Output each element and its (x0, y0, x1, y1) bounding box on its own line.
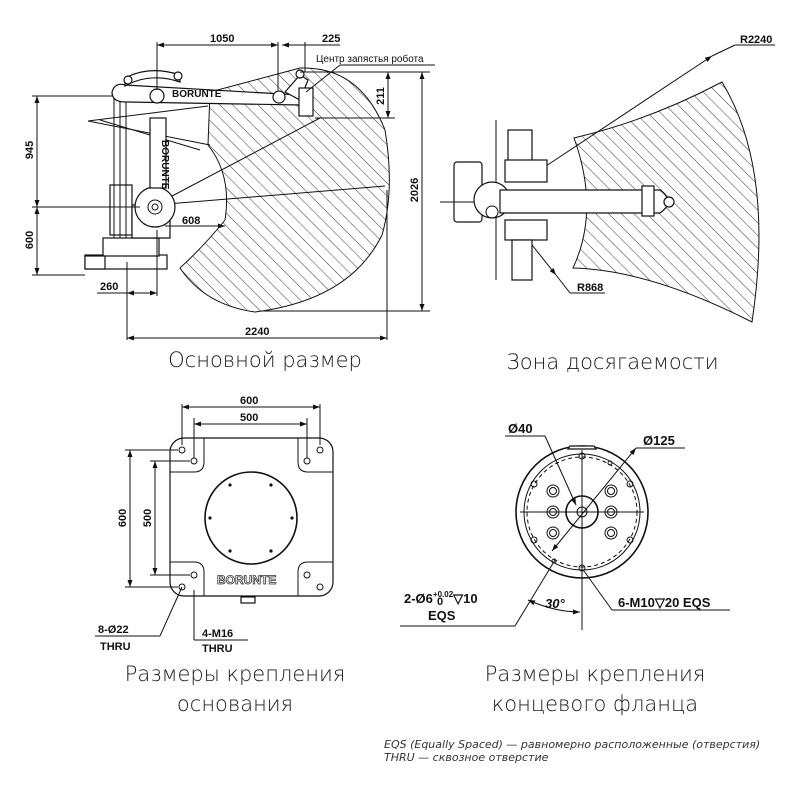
dim-2240-side: 2240 (245, 326, 269, 338)
top-view-drawing: R2240 R868 (440, 34, 775, 323)
legend-thru: THRU — сквозное отверстие (384, 751, 549, 764)
side-view-dimensions: 1050 225 Центр запястья робота 211 2026 … (24, 33, 435, 341)
caption-reach-zone: Зона досягаемости (506, 350, 719, 374)
base-dim-500-h: 500 (240, 412, 258, 424)
base-brand-text: BORUNTE (217, 573, 276, 587)
dim-1050: 1050 (210, 33, 234, 45)
flange-pin-base: 2-Ø6 (404, 591, 433, 606)
base-threads-thru: THRU (202, 643, 233, 655)
dim-260: 260 (100, 281, 118, 293)
column-brand-text: BORUNTE (159, 140, 170, 190)
base-holes-label: 8-Ø22 (98, 624, 129, 636)
flange-bore-label: Ø40 (508, 421, 533, 436)
flange-pin-eqs: EQS (428, 608, 456, 623)
caption-flange-mount-line1: Размеры крепления (484, 662, 706, 686)
dim-600-side: 600 (24, 231, 36, 249)
caption-flange-mount-line2: концевого фланца (491, 692, 699, 716)
caption-base-mount: Размеры крепления основания (90, 659, 380, 719)
radius-r868: R868 (577, 282, 603, 294)
base-threads-label: 4-M16 (202, 628, 233, 640)
dim-608: 608 (182, 215, 200, 227)
side-view-drawing: BORUNTE BORUNTE (84, 67, 390, 313)
dim-2026: 2026 (409, 178, 421, 202)
base-view-drawing: BORUNTE (169, 437, 334, 604)
flange-pin-tol-lower: 0 (437, 596, 443, 608)
flange-pin-depth: ▽10 (452, 591, 477, 606)
base-holes-thru: THRU (100, 641, 131, 653)
caption-base-mount-line1: Размеры крепления (124, 662, 346, 686)
flange-angle-label: 30° (545, 596, 565, 611)
flange-pin-tol-upper: +0.02 (433, 590, 454, 599)
base-dim-600-h: 600 (240, 395, 258, 407)
base-view-dimensions: 600 500 600 500 8-Ø22 THRU 4-M16 THRU (95, 395, 321, 655)
caption-base-mount-line2: основания (176, 692, 294, 716)
dim-945: 945 (24, 141, 36, 159)
flange-pin-label: 2-Ø6+0.02▽10 (404, 590, 478, 606)
flange-pcd-label: Ø125 (643, 433, 675, 448)
flange-view-dimensions: Ø40 Ø125 2-Ø6+0.02▽10 0 EQS 6-M10▽20 EQS… (400, 421, 730, 627)
flange-thread-label: 6-M10▽20 EQS (618, 595, 711, 610)
abbreviation-legend: EQS (Equally Spaced) — равномерно распол… (384, 738, 760, 764)
dim-225: 225 (322, 33, 340, 45)
dim-211: 211 (375, 87, 387, 105)
legend-eqs: EQS (Equally Spaced) — равномерно распол… (384, 738, 761, 751)
base-dim-500-v: 500 (142, 509, 154, 527)
caption-main-dimensions: Основной размер (168, 348, 362, 372)
base-center-holes (208, 483, 294, 553)
base-dim-600-v: 600 (117, 509, 129, 527)
caption-flange-mount: Размеры крепления концевого фланца (450, 659, 740, 719)
side-reach-zone (179, 67, 390, 313)
radius-r2240: R2240 (740, 34, 772, 46)
arm-brand-text: BORUNTE (172, 89, 222, 100)
wrist-center-label: Центр запястья робота (316, 53, 424, 65)
